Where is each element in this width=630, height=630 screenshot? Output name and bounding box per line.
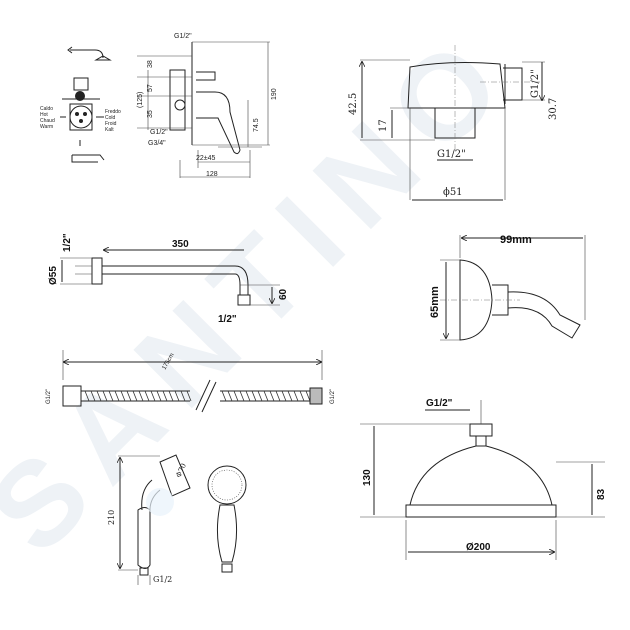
- dim-hose-right-thread: G1/2": [330, 389, 336, 404]
- dim-22-45: 22±45: [196, 155, 216, 162]
- dim-in-thread: G3/4": [148, 140, 166, 147]
- mixer-side-view: [137, 41, 270, 178]
- dim-bottom-thread: G1/2": [437, 149, 466, 160]
- dim-190: 190: [271, 88, 278, 100]
- dim-83: 83: [596, 488, 607, 500]
- head-shower-drawing: [360, 400, 605, 560]
- dim-head-thread: G1/2": [426, 398, 453, 409]
- dim-60: 60: [278, 288, 289, 300]
- dim-130: 130: [362, 469, 373, 486]
- dim-65mm: 65mm: [429, 286, 441, 318]
- dim-57: 57: [147, 84, 154, 92]
- dim-210: 210: [107, 510, 116, 525]
- dim-17: 17: [378, 119, 389, 132]
- dim-200: Ø200: [466, 542, 491, 553]
- dim-top-thread-arm: 1/2": [62, 233, 73, 252]
- dim-side-thread: G1/2": [530, 69, 541, 98]
- shower-arm-drawing: [60, 250, 280, 305]
- watermark: SANTINO: [0, 3, 539, 579]
- shower-hose-drawing: [62, 350, 323, 413]
- dim-74-5: 74.5: [253, 118, 260, 132]
- dim-38: 38: [147, 60, 154, 68]
- dim-35: 35: [147, 110, 154, 118]
- dim-hose-left-thread: G1/2": [46, 389, 52, 404]
- dim-hand-thread: G1/2: [153, 575, 172, 584]
- dim-bottom-thread-arm: 1/2": [218, 314, 237, 325]
- dim-350: 350: [172, 239, 189, 250]
- dim-top-thread: G1/2": [174, 33, 192, 40]
- dim-42-5: 42.5: [348, 93, 359, 115]
- dim-55: Ø55: [48, 266, 59, 285]
- wall-outlet-drawing: [360, 45, 545, 201]
- dim-128: 128: [206, 171, 218, 178]
- dim-out-thread: G1/2": [150, 129, 168, 136]
- dim-70: Φ70: [175, 462, 188, 479]
- mixer-schematic: [60, 46, 112, 163]
- shower-holder-drawing: [440, 235, 586, 340]
- dim-30-7: 30.7: [548, 98, 559, 120]
- dim-99mm: 99mm: [500, 234, 532, 246]
- dim-diameter: ϕ51: [443, 187, 463, 198]
- watermark-dot: [146, 488, 174, 516]
- dim-125: (125): [137, 92, 144, 108]
